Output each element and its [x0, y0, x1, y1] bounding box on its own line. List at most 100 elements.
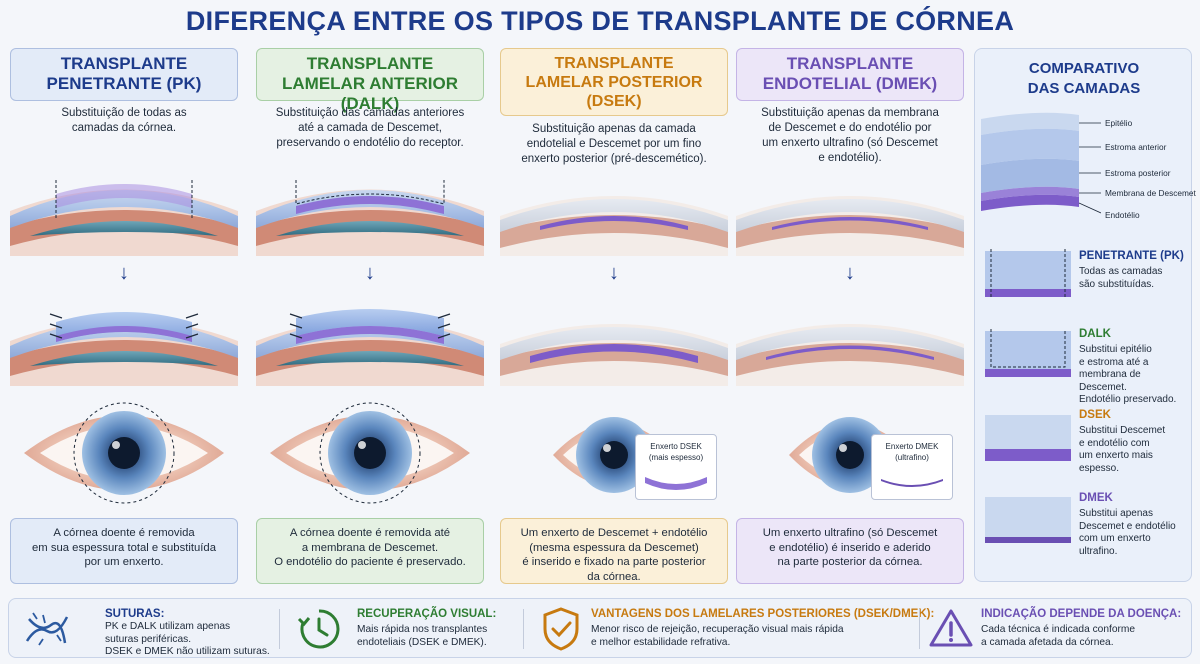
eye-front-view-dalk [270, 402, 470, 504]
info-line: Menor risco de rejeição, recuperação vis… [591, 624, 844, 635]
type-desc-pk: Todas as camadas são substituídas. [1079, 266, 1191, 291]
footer-line: O endotélio do paciente é preservado. [274, 556, 466, 568]
info-indication: INDICAÇÃO DEPENDE DA DOENÇA: Cada técnic… [927, 599, 1187, 659]
header-dmek-line2: ENDOTELIAL (DMEK) [762, 74, 938, 93]
layer-label-descemet: Membrana de Descemet [1105, 188, 1196, 198]
description-line: de Descemet e do endotélio por [768, 122, 932, 134]
info-line: PK e DALK utilizam apenas [105, 621, 231, 632]
comparison-title-line: COMPARATIVO [1028, 60, 1140, 77]
column-dmek: TRANSPLANTE ENDOTELIAL (DMEK) Substituiç… [736, 48, 964, 584]
footer-line: em sua espessura total e substituída [32, 541, 216, 554]
sutures-icon [25, 612, 69, 646]
description-line: Substituição de todas as [61, 107, 187, 119]
header-dsek-line1: TRANSPLANTE [554, 55, 674, 72]
description-line: um enxerto ultrafino (só Descemet [762, 137, 938, 149]
header-dsek-line2: LAMELAR POSTERIOR [525, 74, 703, 91]
layer-label-anterior-stroma: Estroma anterior [1105, 142, 1167, 152]
cornea-cross-section-before-pk [10, 180, 238, 256]
type-desc-line: ultrafino. [1079, 545, 1118, 557]
description-dalk: Substituição das camadas anteriores até … [256, 106, 484, 151]
eye-front-view-pk [24, 402, 224, 504]
inset-line: (mais espesso) [648, 453, 704, 462]
info-posterior-advantages: VANTAGENS DOS LAMELARES POSTERIORES (DSE… [537, 599, 934, 659]
description-line: Substituição das camadas anteriores [275, 107, 465, 119]
type-desc-line: e estroma até a [1079, 356, 1149, 368]
footer-pk: A córnea doente é removida em sua espess… [10, 518, 238, 584]
layer-label-epithelium: Epitélio [1105, 118, 1133, 128]
header-dalk-line2: LAMELAR ANTERIOR (DALK) [282, 74, 458, 113]
info-bar: SUTURAS: PK e DALK utilizam apenas sutur… [8, 598, 1192, 658]
column-dsek: TRANSPLANTE LAMELAR POSTERIOR (DSEK) Sub… [500, 48, 728, 584]
inset-dsek-graft: Enxerto DSEK (mais espesso) [635, 434, 717, 500]
page-title: DIFERENÇA ENTRE OS TIPOS DE TRANSPLANTE … [185, 6, 1015, 36]
description-line: enxerto posterior (pré-descemético). [521, 153, 707, 165]
header-dsek: TRANSPLANTE LAMELAR POSTERIOR (DSEK) [500, 48, 728, 116]
type-name-pk: PENETRANTE (PK) [1079, 250, 1184, 262]
column-pk: TRANSPLANTE PENETRANTE (PK) Substituição… [10, 48, 238, 584]
info-title: INDICAÇÃO DEPENDE DA DOENÇA: [981, 608, 1182, 620]
footer-line: da córnea. [587, 570, 641, 583]
info-line: Cada técnica é indicada conforme [981, 624, 1136, 635]
footer-line: Um enxerto ultrafino (só Descemet [762, 527, 938, 539]
cornea-cross-section-after-dalk [256, 309, 484, 386]
info-text: PK e DALK utilizam apenas suturas perifé… [105, 621, 270, 659]
type-desc-dmek: Substitui apenas Descemet e endotélio co… [1079, 508, 1191, 558]
cornea-cross-section-after-dsek [500, 324, 728, 386]
header-pk: TRANSPLANTE PENETRANTE (PK) [10, 48, 238, 101]
footer-dalk: A córnea doente é removida até a membran… [256, 518, 484, 584]
description-pk: Substituição de todas as camadas da córn… [10, 106, 238, 136]
inset-dmek-graft: Enxerto DMEK (ultrafino) [871, 434, 953, 500]
type-desc-line: Substitui apenas [1079, 508, 1153, 519]
header-dmek: TRANSPLANTE ENDOTELIAL (DMEK) [736, 48, 964, 101]
footer-line: na parte posterior da córnea. [777, 556, 923, 568]
type-desc-line: Descemet e endotélio [1079, 520, 1176, 532]
arrow-down-icon: ↓ [119, 262, 129, 284]
layer-label-posterior-stroma: Estroma posterior [1105, 168, 1171, 178]
footer-line: a membrana de Descemet. [301, 541, 439, 554]
divider [279, 609, 280, 649]
type-name-dmek: DMEK [1079, 492, 1113, 504]
cornea-cross-section-before-dsek [500, 196, 728, 256]
type-desc-line: um enxerto mais [1079, 450, 1153, 461]
info-line: a camada afetada da córnea. [981, 636, 1114, 648]
header-pk-line1: TRANSPLANTE [60, 54, 188, 73]
header-pk-line2: PENETRANTE (PK) [46, 74, 202, 93]
type-desc-line: são substituídas. [1079, 278, 1155, 290]
info-visual-recovery: RECUPERAÇÃO VISUAL: Mais rápida nos tran… [295, 599, 525, 659]
info-text: Cada técnica é indicada conforme a camad… [981, 624, 1135, 649]
cornea-cross-section-before-dalk [256, 180, 484, 256]
type-desc-dalk: Substitui epitélio e estroma até a membr… [1079, 344, 1191, 407]
description-line: preservando o endotélio do receptor. [276, 137, 464, 149]
type-desc-line: Substitui Descemet [1079, 425, 1166, 436]
info-line: suturas periféricas. [105, 633, 192, 645]
divider [919, 609, 920, 649]
description-line: e endotélio). [818, 152, 882, 164]
shield-check-icon [543, 607, 579, 651]
inset-line: Enxerto DMEK [885, 442, 939, 451]
type-desc-line: Todas as camadas [1079, 266, 1163, 277]
type-desc-line: Endotélio preservado. [1079, 394, 1177, 405]
cornea-cross-section-after-pk [10, 312, 238, 386]
description-line: Substituição apenas da membrana [761, 107, 939, 119]
type-desc-line: membrana de Descemet. [1079, 369, 1141, 393]
comparison-title: COMPARATIVO DAS CAMADAS [975, 59, 1193, 99]
cornea-cross-section-after-dmek [736, 324, 964, 386]
type-desc-line: e endotélio com [1079, 437, 1150, 449]
arrow-down-icon: ↓ [845, 262, 855, 284]
mini-diagram-dsek [985, 415, 1071, 461]
type-desc-line: espesso. [1079, 462, 1120, 474]
type-name-dalk: DALK [1079, 328, 1111, 340]
type-desc-dsek: Substitui Descemet e endotélio com um en… [1079, 425, 1191, 475]
info-line: e melhor estabilidade refrativa. [591, 636, 731, 648]
mini-diagram-dmek [985, 497, 1071, 543]
description-line: Substituição apenas da camada [532, 123, 696, 135]
layer-stack-diagram [981, 112, 1101, 214]
info-line: Mais rápida nos transplantes [357, 624, 488, 635]
footer-dsek: Um enxerto de Descemet + endotélio (mesm… [500, 518, 728, 584]
warning-icon [929, 609, 973, 647]
description-line: camadas da córnea. [71, 122, 177, 134]
clock-recovery-icon [297, 609, 340, 649]
layer-label-endothelium: Endotélio [1105, 210, 1140, 220]
column-dalk: TRANSPLANTE LAMELAR ANTERIOR (DALK) Subs… [256, 48, 484, 584]
info-line: DSEK e DMEK não utilizam suturas. [105, 646, 270, 657]
